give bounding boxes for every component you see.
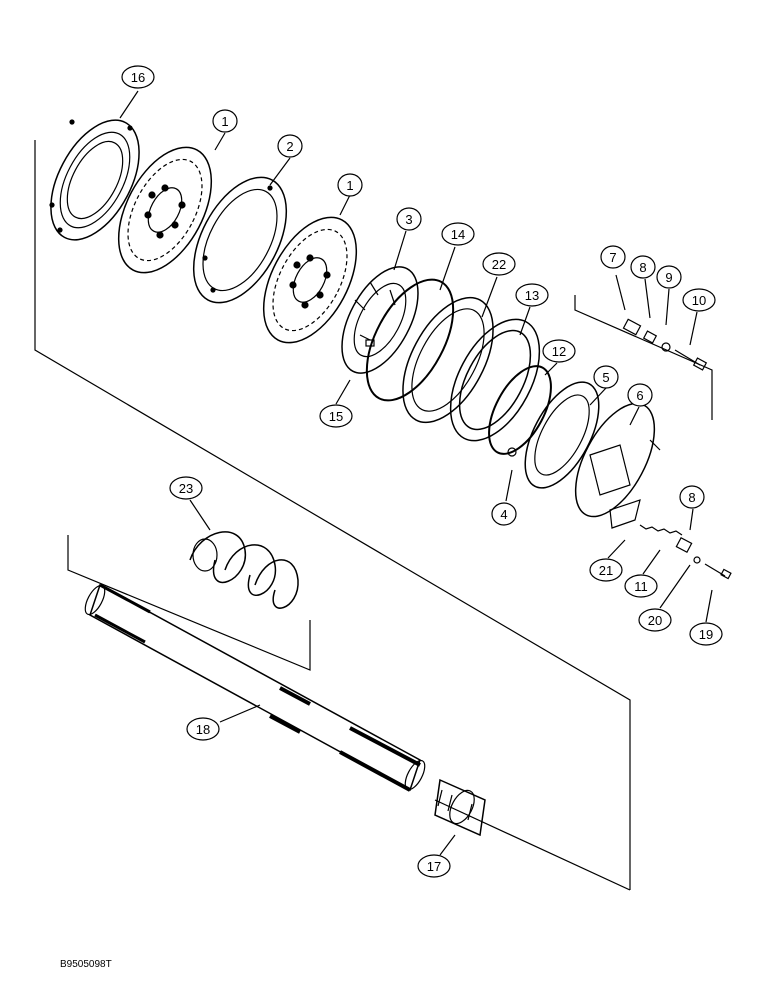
- callout-3: 3: [396, 207, 422, 231]
- callout-1a: 1: [212, 109, 238, 133]
- callout-19: 19: [689, 622, 723, 646]
- callout-1b: 1: [337, 173, 363, 197]
- svg-text:4: 4: [500, 507, 507, 522]
- callout-12: 12: [542, 339, 576, 363]
- svg-text:14: 14: [451, 227, 465, 242]
- svg-text:7: 7: [609, 250, 616, 265]
- callout-11: 11: [624, 574, 658, 598]
- svg-text:6: 6: [636, 388, 643, 403]
- part-5-housing: [524, 381, 600, 489]
- parts-spring-bolt-lower: [639, 524, 732, 580]
- callout-8a: 8: [630, 255, 656, 279]
- part-15-pin: [365, 339, 375, 347]
- svg-text:22: 22: [492, 257, 506, 272]
- svg-text:18: 18: [196, 722, 210, 737]
- svg-text:8: 8: [639, 260, 646, 275]
- callout-10: 10: [682, 288, 716, 312]
- svg-text:1: 1: [221, 114, 228, 129]
- svg-text:3: 3: [405, 212, 412, 227]
- svg-text:1: 1: [346, 178, 353, 193]
- svg-text:16: 16: [131, 70, 145, 85]
- part-14-seal-ring: [365, 278, 455, 402]
- svg-text:8: 8: [688, 490, 695, 505]
- callout-15: 15: [319, 404, 353, 428]
- part-23-coil-spring: [189, 531, 299, 609]
- svg-text:9: 9: [665, 270, 672, 285]
- callout-14: 14: [441, 222, 475, 246]
- callout-8b: 8: [679, 485, 705, 509]
- callout-23: 23: [169, 476, 203, 500]
- svg-text:23: 23: [179, 481, 193, 496]
- svg-text:5: 5: [602, 370, 609, 385]
- svg-text:12: 12: [552, 344, 566, 359]
- parts-bolt-set-upper: [622, 318, 708, 371]
- svg-text:13: 13: [525, 288, 539, 303]
- assembly-frame-lines: [34, 140, 713, 891]
- callout-16: 16: [121, 65, 155, 89]
- callout-5: 5: [593, 365, 619, 389]
- callout-20: 20: [638, 608, 672, 632]
- part-16-plate: [49, 119, 140, 241]
- leader-lines: [119, 90, 713, 856]
- svg-text:19: 19: [699, 627, 713, 642]
- svg-text:2: 2: [286, 139, 293, 154]
- part-1-friction-disc-upper: [117, 146, 213, 274]
- callout-4: 4: [491, 502, 517, 526]
- callout-17: 17: [417, 854, 451, 878]
- callout-2: 2: [277, 134, 303, 158]
- callout-21: 21: [589, 558, 623, 582]
- svg-text:15: 15: [329, 409, 343, 424]
- svg-text:10: 10: [692, 293, 706, 308]
- svg-text:20: 20: [648, 613, 662, 628]
- part-4-bolt: [507, 447, 517, 457]
- part-18-shaft: [84, 583, 426, 792]
- svg-text:17: 17: [427, 859, 441, 874]
- part-1-friction-disc-lower: [262, 216, 358, 344]
- svg-text:21: 21: [599, 563, 613, 578]
- part-12-seal: [488, 365, 552, 455]
- document-id: B9505098T: [60, 959, 112, 970]
- callout-18: 18: [186, 717, 220, 741]
- callout-6: 6: [627, 383, 653, 407]
- callout-22: 22: [482, 252, 516, 276]
- part-22-piston: [402, 296, 494, 424]
- part-6-cover: [574, 402, 661, 529]
- callout-9: 9: [656, 265, 682, 289]
- svg-text:11: 11: [634, 579, 648, 594]
- part-2-plate: [192, 176, 288, 304]
- callout-13: 13: [515, 283, 549, 307]
- callout-7: 7: [600, 245, 626, 269]
- part-3-spring-plate: [341, 266, 419, 374]
- part-17-coupler: [434, 778, 486, 837]
